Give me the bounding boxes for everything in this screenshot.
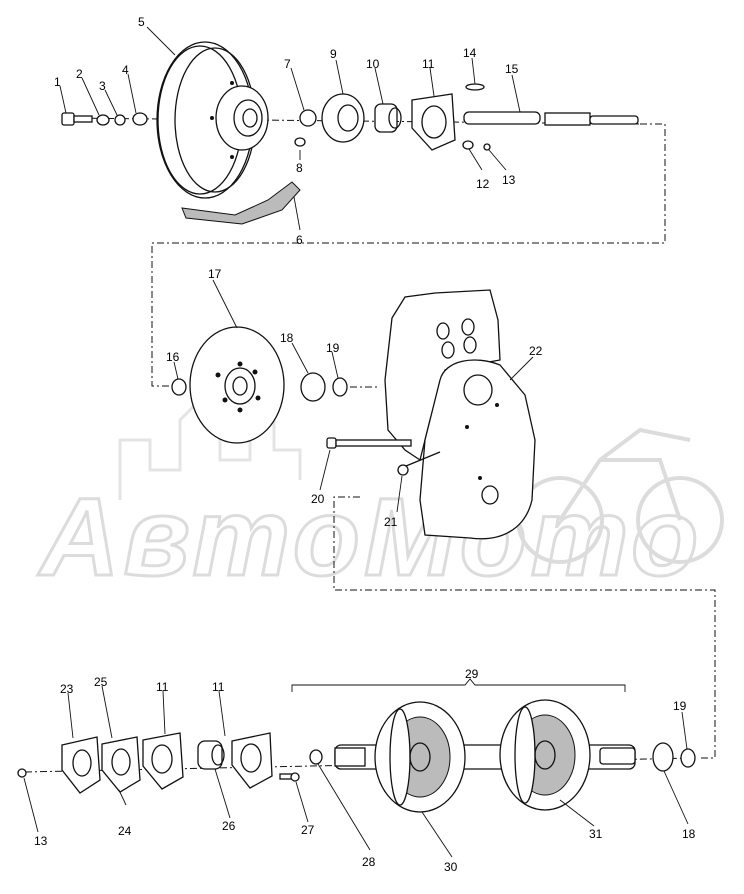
part-nut-21	[397, 451, 441, 476]
callout-18-bottom: 18	[682, 827, 696, 841]
callout-20: 20	[311, 492, 325, 506]
part-bolt-1	[61, 112, 93, 126]
part-spacer-4	[132, 112, 148, 126]
leader-lines	[23, 26, 689, 858]
callout-7: 7	[284, 57, 291, 71]
callout-24: 24	[118, 824, 132, 838]
top-assembly	[61, 41, 641, 225]
callout-8: 8	[296, 161, 303, 175]
part-bearing-10	[374, 103, 402, 133]
part-bolt-27	[279, 772, 300, 782]
part-plate-24-25	[101, 736, 141, 793]
part-flange-11-bottom-a	[142, 732, 184, 790]
part-washer-2	[96, 114, 110, 126]
part-bolt-20	[326, 437, 412, 449]
callout-15: 15	[505, 62, 519, 76]
connector-dash-1	[151, 123, 666, 387]
part-chaincase-22	[384, 289, 536, 540]
part-bearing-18-bottom	[652, 742, 674, 772]
part-plate-23	[61, 736, 101, 794]
callout-6: 6	[296, 233, 303, 247]
part-washer-3	[114, 114, 126, 126]
callout-19-bottom: 19	[673, 699, 687, 713]
callout-28: 28	[362, 855, 376, 869]
callout-26: 26	[222, 819, 236, 833]
callout-27: 27	[301, 823, 315, 837]
callout-9: 9	[330, 47, 337, 61]
callout-11-top: 11	[422, 57, 435, 71]
callout-5: 5	[138, 15, 145, 29]
part-flange-9	[321, 93, 365, 143]
part-ring-14	[465, 83, 485, 91]
part-ring-16	[171, 378, 187, 396]
callout-16: 16	[166, 350, 180, 364]
callout-25: 25	[94, 675, 108, 689]
bracket-29	[291, 678, 626, 692]
watermark: АвтоМото	[36, 357, 724, 601]
part-bearing-26	[197, 740, 225, 770]
callout-4: 4	[122, 63, 129, 77]
callout-10: 10	[366, 57, 380, 71]
callout-17: 17	[208, 267, 222, 281]
part-bolt-13	[483, 143, 491, 151]
callout-21: 21	[384, 515, 398, 529]
callout-31: 31	[589, 827, 603, 841]
part-ring-19-bottom	[680, 748, 696, 768]
callout-11-bottom-a: 11	[156, 680, 169, 694]
callout-2: 2	[76, 67, 83, 81]
bottom-assembly	[17, 678, 696, 813]
part-shaft-15	[463, 111, 639, 126]
part-nut-12	[462, 140, 474, 150]
part-flange-11-bottom-b	[231, 732, 273, 789]
part-ring-19	[332, 377, 348, 397]
part-nut-13-bottom	[17, 768, 27, 778]
callout-18-middle: 18	[280, 331, 294, 345]
callout-19-middle: 19	[326, 341, 340, 355]
part-sprocket-30	[374, 701, 466, 813]
watermark-text: АвтоМото	[37, 476, 702, 599]
callout-1: 1	[54, 75, 61, 89]
part-clutch-5	[156, 41, 269, 199]
callout-14: 14	[463, 46, 477, 60]
connector-dash-2	[333, 496, 716, 759]
part-flange-11	[411, 93, 456, 151]
middle-assembly	[171, 289, 536, 540]
part-washer-7	[299, 109, 317, 127]
callout-11-bottom-b: 11	[212, 680, 225, 694]
part-sprocket-31	[499, 699, 591, 811]
part-bearing-18	[300, 372, 326, 402]
part-nut-8	[294, 137, 306, 147]
callout-30: 30	[444, 860, 458, 874]
callout-labels: 1 2 3 4 5 6 7 8 9 10 11 12 13 14 15 16 1…	[34, 15, 696, 874]
callout-12: 12	[476, 177, 490, 191]
callout-13-bottom: 13	[34, 834, 48, 848]
part-belt-6	[181, 181, 301, 225]
part-plug-28	[309, 749, 323, 765]
callout-13-top: 13	[502, 173, 516, 187]
watermark-motorcycle-icon	[516, 427, 724, 564]
part-driven-pulley-17	[189, 326, 285, 444]
callout-22: 22	[529, 344, 543, 358]
callout-3: 3	[99, 79, 106, 93]
callout-29: 29	[465, 667, 479, 681]
callout-23: 23	[60, 682, 74, 696]
